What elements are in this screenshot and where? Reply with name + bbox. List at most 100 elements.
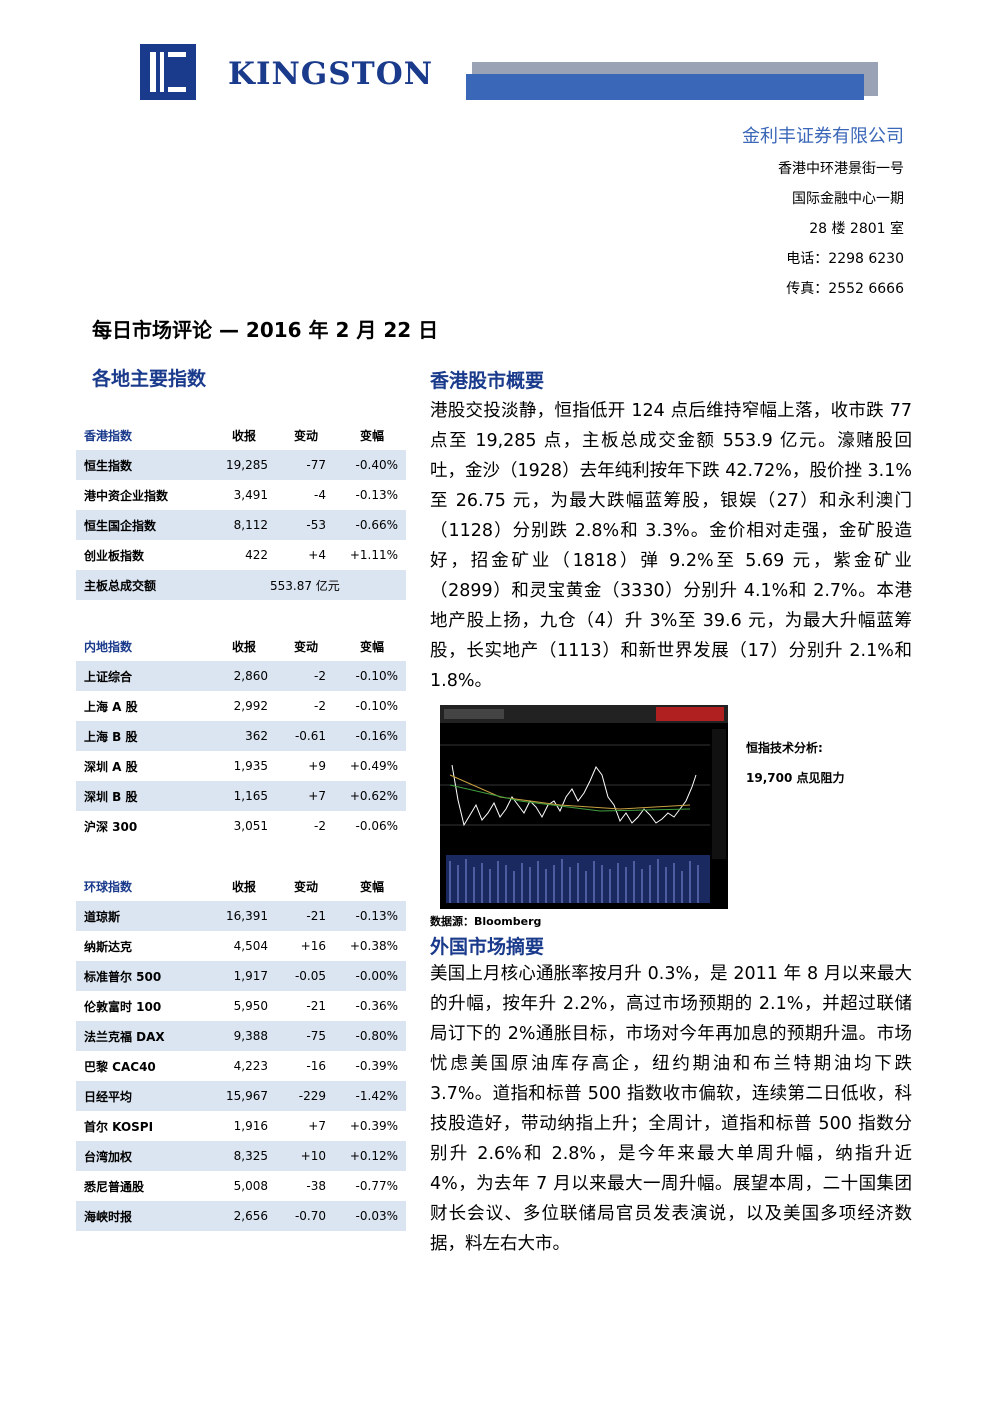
index-change: +9 xyxy=(308,759,326,773)
hk-summary-text: 港股交投淡静，恒指低开 124 点后维持窄幅上落，收市跌 77 点至 19,28… xyxy=(430,401,912,691)
index-close: 3,051 xyxy=(233,819,268,833)
index-change-pct: +1.11% xyxy=(349,548,398,562)
index-name: 台湾加权 xyxy=(84,1149,133,1164)
index-name: 恒生国企指数 xyxy=(84,518,157,533)
index-close: 362 xyxy=(245,729,268,743)
index-change: +7 xyxy=(308,789,326,803)
column-header: 变动 xyxy=(293,879,318,894)
index-change: -4 xyxy=(314,488,326,502)
index-change: -0.61 xyxy=(294,729,326,743)
index-change: -0.05 xyxy=(294,969,326,983)
index-name: 上海 B 股 xyxy=(84,729,138,744)
index-name: 道琼斯 xyxy=(84,909,121,924)
column-header: 环球指数 xyxy=(84,879,133,894)
phone-line: 电话：2298 6230 xyxy=(786,251,904,267)
turnover-value: 553.87 亿元 xyxy=(270,578,340,593)
index-close: 1,916 xyxy=(233,1119,268,1133)
hsi-chart-image xyxy=(440,705,728,909)
hk-summary-heading: 香港股市概要 xyxy=(430,370,545,392)
foreign-summary-text: 美国上月核心通胀率按月升 0.3%，是 2011 年 8 月以来最大的升幅，按年… xyxy=(430,964,912,1254)
index-change: -229 xyxy=(298,1089,326,1103)
address-line: 香港中环港景街一号 xyxy=(778,161,904,177)
index-change: +7 xyxy=(308,1119,326,1133)
table-header-row: 香港指数 收报 变动 变幅 xyxy=(76,420,406,450)
column-header: 变幅 xyxy=(359,428,384,443)
index-close: 1,935 xyxy=(233,759,268,773)
index-name: 创业板指数 xyxy=(84,548,145,563)
index-change: +10 xyxy=(300,1149,326,1163)
index-change: -16 xyxy=(306,1059,326,1073)
column-header: 变动 xyxy=(293,639,318,654)
index-close: 15,967 xyxy=(226,1089,268,1103)
index-close: 8,325 xyxy=(233,1149,268,1163)
column-header: 收报 xyxy=(231,639,256,654)
index-name: 巴黎 CAC40 xyxy=(84,1059,156,1074)
index-name: 首尔 KOSPI xyxy=(84,1119,154,1134)
index-change-pct: -0.13% xyxy=(355,909,398,923)
column-header: 变幅 xyxy=(359,639,384,654)
column-header: 收报 xyxy=(231,428,256,443)
index-name: 日经平均 xyxy=(84,1089,133,1104)
index-close: 1,917 xyxy=(233,969,268,983)
data-source: 数据源：Bloomberg xyxy=(430,915,542,928)
index-change: -21 xyxy=(306,999,326,1013)
index-close: 2,656 xyxy=(233,1209,268,1223)
index-change-pct: -0.40% xyxy=(355,458,398,472)
index-change-pct: -0.10% xyxy=(355,699,398,713)
index-name: 沪深 300 xyxy=(84,819,138,834)
index-change-pct: +0.62% xyxy=(349,789,398,803)
index-change-pct: -0.80% xyxy=(355,1029,398,1043)
index-name: 深圳 A 股 xyxy=(84,759,138,774)
column-header: 变动 xyxy=(293,428,318,443)
foreign-summary-heading: 外国市场摘要 xyxy=(430,936,545,958)
chart-note-title: 恒指技术分析: xyxy=(746,741,823,755)
index-name: 纳斯达克 xyxy=(84,939,133,954)
table-header-row: 环球指数收报变动变幅 xyxy=(76,871,406,901)
company-name: 金利丰证券有限公司 xyxy=(742,126,904,147)
index-name: 海峡时报 xyxy=(84,1209,133,1224)
indices-heading: 各地主要指数 xyxy=(92,368,207,390)
index-change-pct: -0.03% xyxy=(355,1209,398,1223)
index-name: 伦敦富时 100 xyxy=(84,999,162,1014)
kingston-logo xyxy=(140,44,196,100)
index-close: 4,223 xyxy=(233,1059,268,1073)
index-change-pct: -0.66% xyxy=(355,518,398,532)
index-change-pct: -0.10% xyxy=(355,669,398,683)
fax-line: 传真：2552 6666 xyxy=(786,281,904,297)
index-name: 法兰克福 DAX xyxy=(84,1029,165,1044)
index-change-pct: +0.38% xyxy=(349,939,398,953)
index-change-pct: +0.12% xyxy=(349,1149,398,1163)
index-change-pct: -0.16% xyxy=(355,729,398,743)
index-change: -21 xyxy=(306,909,326,923)
index-change-pct: -0.13% xyxy=(355,488,398,502)
header-decor-blue xyxy=(466,74,864,100)
index-change: +16 xyxy=(300,939,326,953)
index-close: 19,285 xyxy=(226,458,268,472)
index-name: 标准普尔 500 xyxy=(84,969,162,984)
index-close: 4,504 xyxy=(233,939,268,953)
column-header: 内地指数 xyxy=(84,639,133,654)
table-row: 上海 B 股 362 -0.61 -0.16% xyxy=(76,721,406,751)
column-header: 香港指数 xyxy=(84,428,133,443)
index-change: -53 xyxy=(306,518,326,532)
index-name: 深圳 B 股 xyxy=(84,789,138,804)
index-close: 2,860 xyxy=(233,669,268,683)
index-change-pct: -0.39% xyxy=(355,1059,398,1073)
index-name: 恒生指数 xyxy=(84,458,133,473)
index-change: +4 xyxy=(308,548,326,562)
address-line: 28 楼 2801 室 xyxy=(809,221,904,237)
index-close: 2,992 xyxy=(233,699,268,713)
index-close: 422 xyxy=(245,548,268,562)
